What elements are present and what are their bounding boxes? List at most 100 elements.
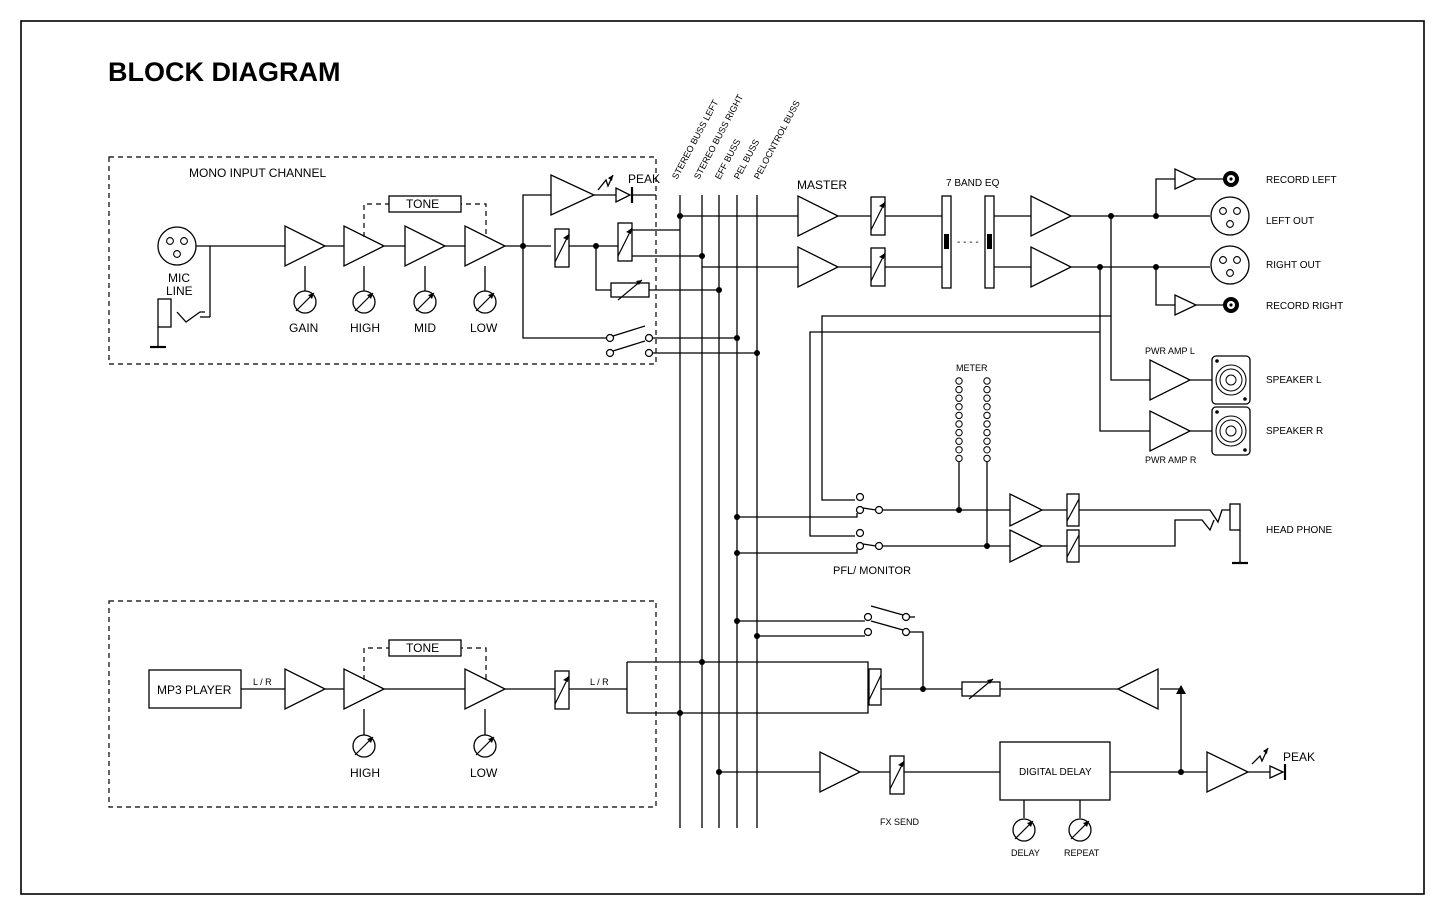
- mic-label: MIC: [168, 271, 190, 285]
- meter-led: [955, 454, 963, 463]
- mp3-lr-label-1: L / R: [253, 677, 272, 687]
- headphone-right-amp-icon: [1009, 528, 1044, 564]
- delay-label: DELAY: [1011, 848, 1040, 858]
- peak-led-icon: [615, 186, 632, 204]
- record-left-amp-icon: [1174, 167, 1198, 191]
- fx-send-label: FX SEND: [880, 817, 920, 827]
- meter-led: [955, 403, 963, 411]
- pwr-amp-r-label: PWR AMP R: [1145, 455, 1197, 465]
- channel-fader-icon: [554, 228, 570, 268]
- meter-led: [983, 420, 991, 428]
- repeat-label: REPEAT: [1064, 848, 1100, 858]
- fx-send-fader-icon: [889, 755, 905, 795]
- eq-label: 7 BAND EQ: [946, 178, 1000, 189]
- speaker-l-icon: [1211, 355, 1251, 405]
- pwr-amp-l-label: PWR AMP L: [1145, 346, 1195, 356]
- meter-led: [955, 420, 963, 428]
- right-out-xlr-icon: [1210, 245, 1250, 285]
- meter-led: [955, 437, 963, 445]
- headphone-left-amp-icon: [1009, 492, 1044, 528]
- pwr-amp-l-icon: [1149, 358, 1192, 402]
- meter-led: [955, 411, 963, 420]
- bus-label-5: PELOCNTROL BUSS: [752, 99, 802, 181]
- eq-gap-label: - - - -: [957, 237, 979, 248]
- mp3-low-knob-icon: [473, 734, 497, 758]
- record-right-label: RECORD RIGHT: [1266, 301, 1343, 312]
- mid-knob-icon: [413, 290, 437, 314]
- left-out-xlr-icon: [1210, 196, 1250, 236]
- meter-led: [983, 446, 991, 454]
- meter-led: [955, 446, 963, 454]
- peak-amp-icon: [550, 173, 596, 217]
- mic-xlr-icon: [157, 226, 197, 266]
- mono-input-channel-label: MONO INPUT CHANNEL: [189, 166, 326, 180]
- meter-right-leds-icon: [983, 377, 991, 463]
- headphone-label: HEAD PHONE: [1266, 525, 1332, 536]
- meter-led: [983, 385, 991, 394]
- gain-amp-icon: [284, 224, 327, 268]
- meter-led: [983, 428, 991, 437]
- mp3-input-amp-icon: [284, 667, 327, 711]
- speaker-r-label: SPEAKER R: [1266, 426, 1323, 437]
- meter-led: [955, 385, 963, 394]
- digital-delay-box: [999, 741, 1111, 801]
- meter-led: [983, 454, 991, 463]
- mid-amp-icon: [404, 224, 447, 268]
- mp3-player-label: MP3 PLAYER: [157, 683, 232, 697]
- master-left-amp-icon: [797, 194, 840, 238]
- fx-return-amp-icon: [1116, 667, 1159, 711]
- tone-box: [388, 195, 462, 213]
- right-out-label: RIGHT OUT: [1266, 260, 1321, 271]
- digital-delay-label: DIGITAL DELAY: [1019, 767, 1092, 778]
- out-right-amp-icon: [1030, 245, 1073, 289]
- pan-fader-icon: [617, 222, 633, 262]
- low-label: LOW: [470, 321, 498, 335]
- speaker-r-icon: [1211, 406, 1251, 456]
- meter-led: [955, 377, 963, 385]
- mp3-channel-box: [108, 600, 657, 808]
- headphone-jack-icon: [1229, 503, 1248, 565]
- aux-fader-icon: [610, 279, 650, 301]
- meter-led: [955, 394, 963, 402]
- meter-led: [983, 377, 991, 385]
- meter-label: METER: [956, 363, 988, 373]
- line-label: LINE: [166, 284, 193, 298]
- mp3-lr-label-2: L / R: [590, 677, 609, 687]
- low-knob-icon: [473, 290, 497, 314]
- speaker-l-label: SPEAKER L: [1266, 375, 1322, 386]
- page-title: BLOCK DIAGRAM: [108, 57, 340, 87]
- meter-led: [983, 437, 991, 445]
- mono-input-channel-box: [108, 156, 657, 365]
- mp3-fader-icon: [554, 670, 570, 710]
- high-label: HIGH: [350, 321, 380, 335]
- fx-peak-amp-icon: [1206, 750, 1250, 794]
- meter-led: [983, 411, 991, 420]
- mp3-low-amp-icon: [464, 667, 507, 711]
- record-left-rca-icon: [1223, 171, 1239, 187]
- fx-send-amp-icon: [819, 750, 862, 794]
- outer-frame: [20, 20, 1425, 895]
- record-right-rca-icon: [1223, 297, 1239, 313]
- fx-peak-led-icon: [1269, 764, 1285, 780]
- meter-led: [983, 394, 991, 402]
- mp3-tone-label: TONE: [406, 641, 439, 655]
- gain-label: GAIN: [289, 321, 318, 335]
- mp3-high-knob-icon: [352, 734, 376, 758]
- meter-led: [983, 403, 991, 411]
- meter-led: [955, 428, 963, 437]
- mp3-high-label: HIGH: [350, 766, 380, 780]
- mp3-tone-box: [388, 639, 462, 657]
- master-right-amp-icon: [797, 245, 840, 289]
- pfl-monitor-label: PFL/ MONITOR: [833, 565, 911, 577]
- mp3-player-box: [148, 669, 242, 709]
- peak-label: PEAK: [628, 172, 660, 186]
- tone-label: TONE: [406, 197, 439, 211]
- mid-label: MID: [414, 321, 436, 335]
- pwr-amp-r-icon: [1149, 409, 1192, 453]
- record-right-amp-icon: [1174, 293, 1198, 317]
- delay-knob-icon: [1012, 818, 1036, 842]
- master-right-fader-icon: [870, 247, 886, 287]
- gain-knob-icon: [293, 290, 317, 314]
- fx-return-hfader-icon: [961, 678, 1001, 700]
